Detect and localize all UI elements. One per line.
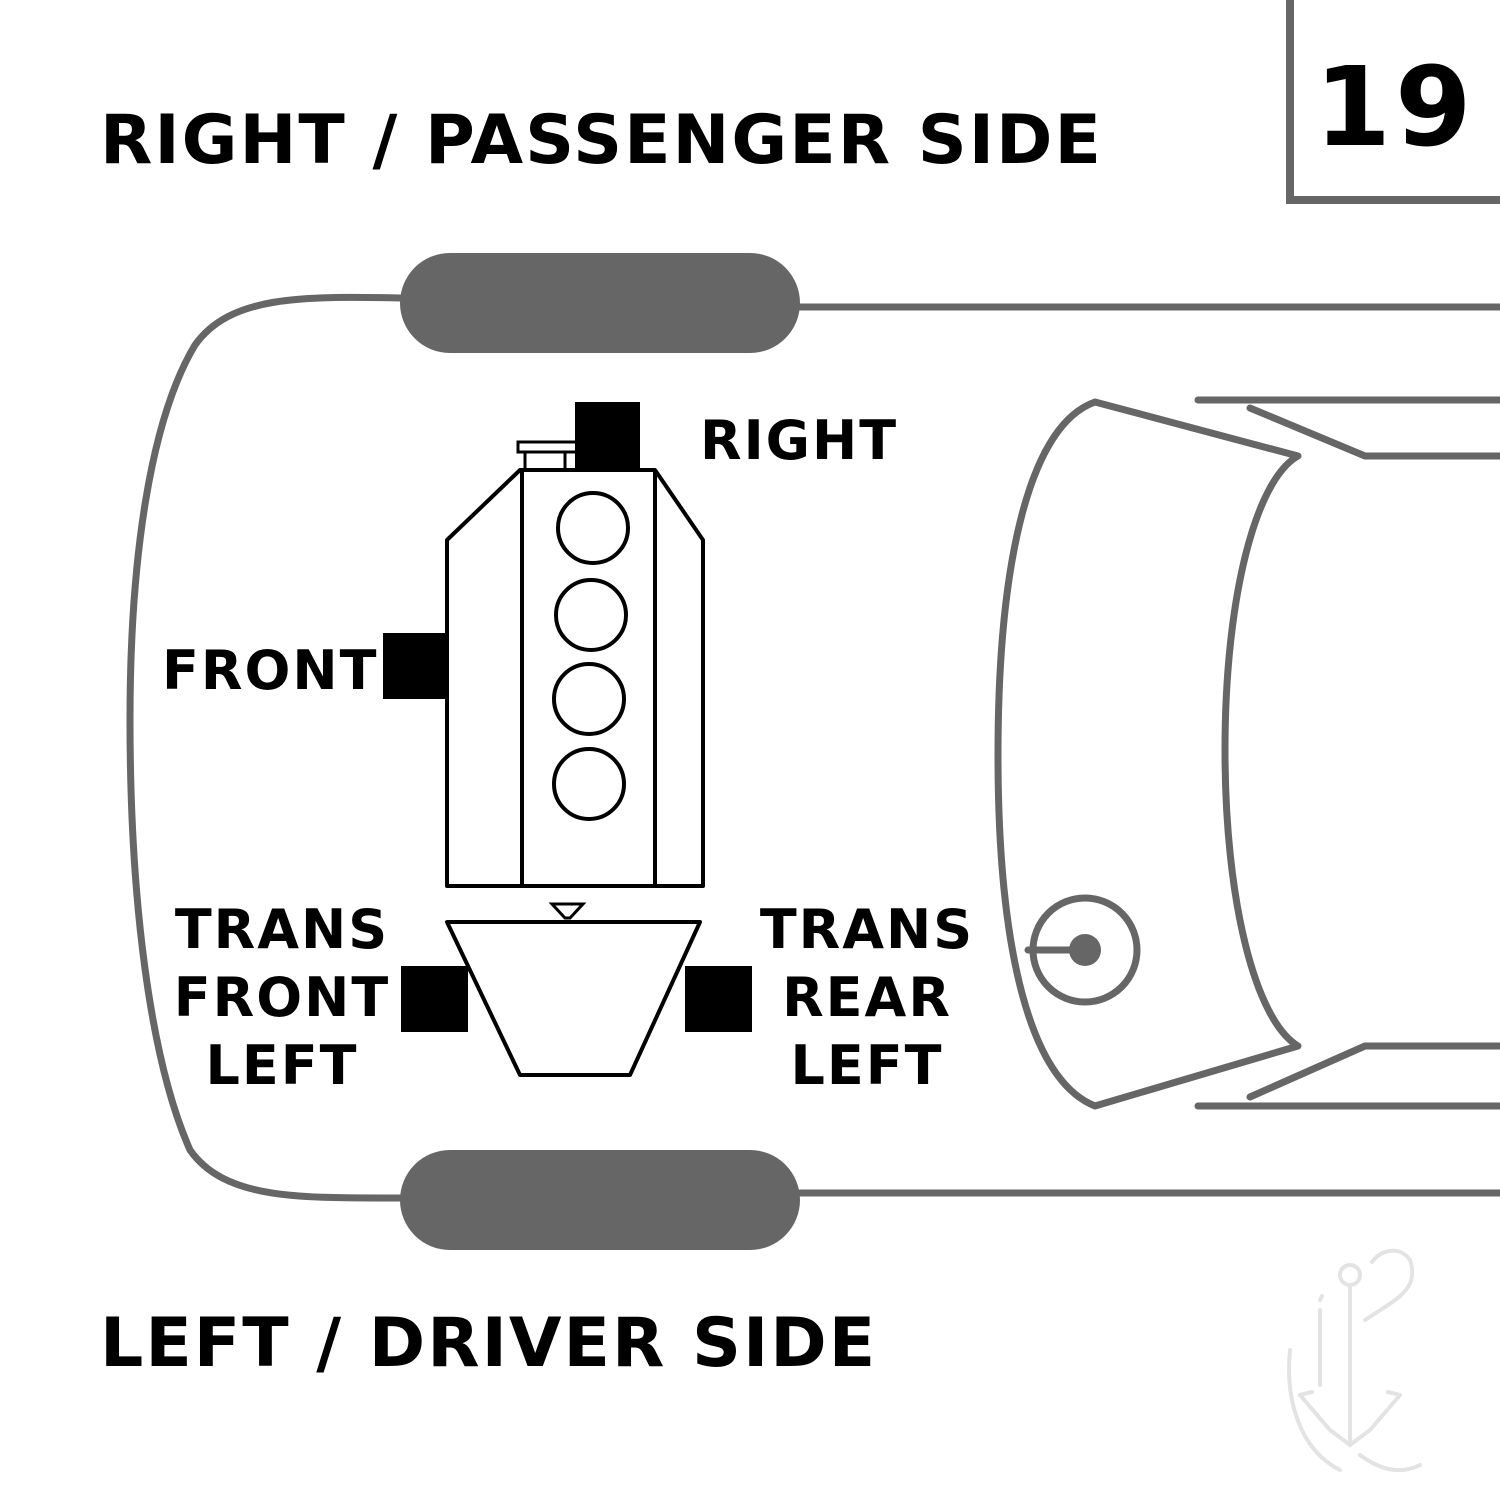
engine-pipe [516, 440, 580, 454]
trans-rear-left-label-line3: LEFT [790, 1034, 943, 1097]
trans-rear-left-label-line2: REAR [782, 966, 952, 1029]
front-right-tire [400, 253, 800, 353]
passenger-side-label: RIGHT / PASSENGER SIDE [100, 101, 1103, 180]
engine-cylinder-1 [556, 491, 630, 565]
steering-wheel [1029, 894, 1141, 1006]
trans-front-left-label-line3: LEFT [205, 1034, 358, 1097]
trans-front-left-label-line1: TRANS [175, 898, 389, 961]
trans-front-left-label-line2: FRONT [174, 966, 390, 1029]
transmission-drain [548, 902, 587, 920]
front-mount-label: FRONT [162, 639, 378, 702]
right-mount [575, 402, 640, 468]
trans-rear-left-mount [685, 966, 752, 1032]
engine-cylinder-3 [552, 662, 626, 736]
front-mount [383, 633, 447, 699]
engine-cylinder-2 [554, 578, 628, 652]
trans-rear-left-label-line1: TRANS [760, 898, 974, 961]
transmission [445, 920, 702, 1077]
trans-front-left-mount [401, 966, 468, 1032]
a-pillar-bottom [1194, 1042, 1500, 1110]
right-mount-label: RIGHT [700, 409, 898, 472]
diagram-number: 19 [1314, 43, 1475, 171]
engine-cylinder-4 [552, 747, 626, 821]
steering-wheel-hub [1069, 934, 1101, 966]
anchor-logo-watermark [1287, 1248, 1422, 1473]
windshield-frame [994, 398, 1302, 1110]
car-front-outline [126, 293, 404, 1202]
a-pillar-top [1194, 396, 1500, 460]
diagram-number-box [1286, 0, 1500, 204]
driver-side-label: LEFT / DRIVER SIDE [100, 1304, 877, 1383]
front-left-tire [400, 1150, 800, 1250]
